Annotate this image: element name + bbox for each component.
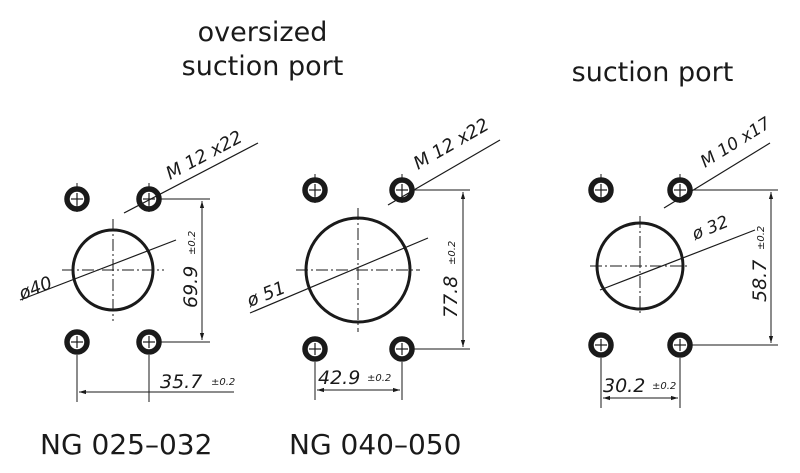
bolt-hole-icon [392, 339, 412, 359]
bolt-hole-icon [670, 335, 690, 355]
ng-label-left: NG 025–032 [40, 428, 213, 461]
vertical-tol-right: ±0.2 [756, 226, 767, 250]
bore-label-left: ø40 [15, 272, 55, 305]
vertical-dim-right: 58.7 [749, 260, 771, 302]
bolt-hole-icon [591, 335, 611, 355]
vertical-tol-left: ±0.2 [187, 231, 198, 255]
diagram-middle [249, 139, 501, 400]
oversized-heading: oversized suction port [150, 16, 375, 84]
bolt-hole-icon [139, 332, 159, 352]
oversized-heading-line1: oversized [197, 17, 328, 48]
horizontal-tol-middle: ±0.2 [367, 373, 391, 384]
horizontal-dim-middle: 42.9 [318, 367, 360, 389]
horizontal-tol-right: ±0.2 [652, 381, 676, 392]
vertical-tol-middle: ±0.2 [447, 241, 458, 265]
horizontal-dim-left: 35.7 [160, 371, 202, 393]
bore-label-right: ø 32 [688, 212, 731, 245]
vertical-dim-middle: 77.8 [440, 276, 462, 318]
bolt-hole-icon [305, 339, 325, 359]
diagram-right [590, 142, 778, 408]
horizontal-dim-right: 30.2 [603, 375, 645, 397]
horizontal-tol-left: ±0.2 [211, 377, 235, 388]
ng-label-middle: NG 040–050 [289, 428, 462, 461]
bolt-hole-icon [67, 332, 87, 352]
thread-label-middle: M 12 x22 [410, 114, 493, 174]
diagram-left [19, 142, 259, 402]
vertical-dim-left: 69.9 [180, 266, 202, 308]
standard-heading: suction port [571, 57, 734, 88]
oversized-heading-line2: suction port [181, 51, 344, 82]
